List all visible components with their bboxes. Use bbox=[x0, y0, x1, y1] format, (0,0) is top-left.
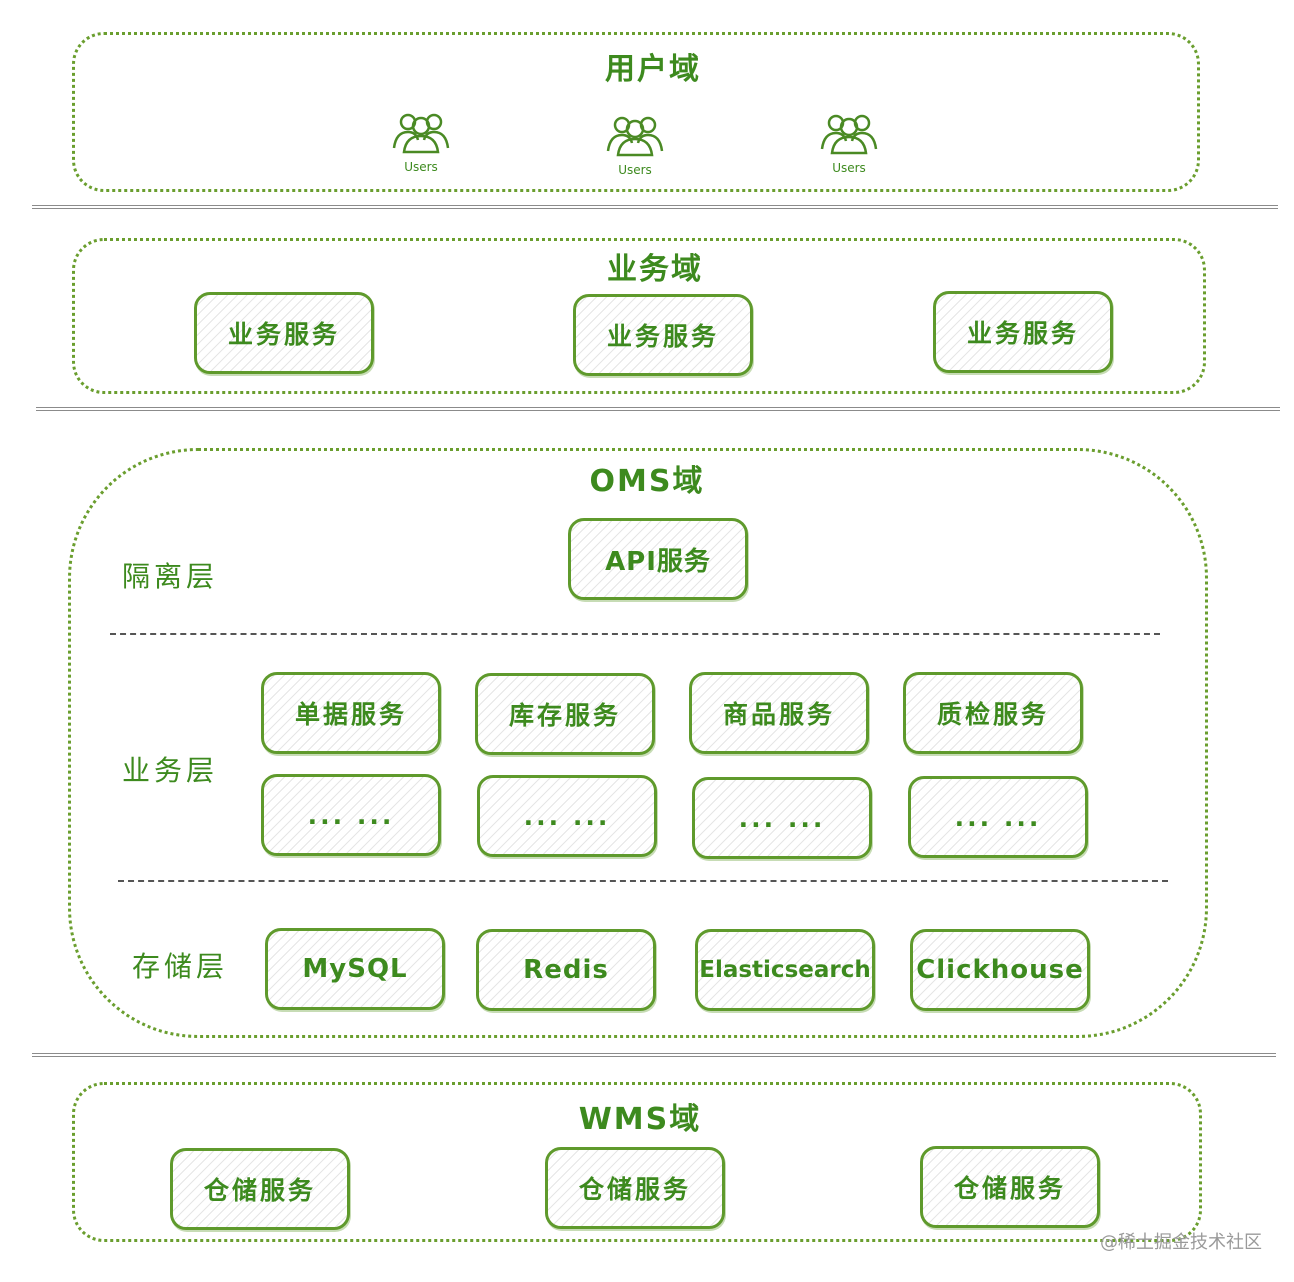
placeholder-service-box: ... ... bbox=[477, 775, 657, 857]
redis-box: Redis bbox=[476, 929, 656, 1011]
warehouse-service-box: 仓储服务 bbox=[920, 1146, 1100, 1228]
placeholder-service-box: ... ... bbox=[261, 774, 441, 856]
business-service-box: 业务服务 bbox=[194, 292, 374, 374]
placeholder-service-box: ... ... bbox=[692, 777, 872, 859]
wms-domain-title: WMS域 bbox=[578, 1102, 702, 1137]
mysql-box: MySQL bbox=[265, 928, 445, 1010]
business-domain bbox=[72, 238, 1206, 394]
business-layer-label: 业务层 bbox=[122, 754, 219, 787]
users-icon bbox=[606, 116, 664, 157]
quality-check-service-box: 质检服务 bbox=[903, 672, 1083, 754]
separator-line bbox=[36, 407, 1280, 411]
users-caption: Users bbox=[404, 160, 438, 174]
business-domain-title: 业务域 bbox=[607, 252, 703, 287]
watermark: @稀土掘金技术社区 bbox=[1100, 1232, 1262, 1253]
api-service-box: API服务 bbox=[568, 518, 748, 600]
document-service-box: 单据服务 bbox=[261, 672, 441, 754]
clickhouse-box: Clickhouse bbox=[910, 929, 1090, 1011]
elasticsearch-box: Elasticsearch bbox=[695, 929, 875, 1011]
inventory-service-box: 库存服务 bbox=[475, 673, 655, 755]
users-caption: Users bbox=[832, 161, 866, 175]
users-icon bbox=[820, 114, 878, 155]
isolation-layer-label: 隔离层 bbox=[122, 560, 219, 593]
warehouse-service-box: 仓储服务 bbox=[545, 1147, 725, 1229]
users-group-1: Users bbox=[386, 110, 456, 182]
user-domain-title: 用户域 bbox=[605, 52, 701, 87]
business-service-box: 业务服务 bbox=[573, 294, 753, 376]
separator-line bbox=[32, 1053, 1276, 1057]
placeholder-service-box: ... ... bbox=[908, 776, 1088, 858]
product-service-box: 商品服务 bbox=[689, 672, 869, 754]
users-group-3: Users bbox=[814, 111, 884, 183]
business-service-box: 业务服务 bbox=[933, 291, 1113, 373]
layer-divider bbox=[110, 633, 1160, 635]
oms-domain bbox=[68, 448, 1208, 1038]
wms-domain bbox=[72, 1082, 1202, 1242]
layer-divider bbox=[118, 880, 1168, 882]
user-domain bbox=[72, 32, 1200, 192]
users-icon bbox=[392, 113, 450, 154]
warehouse-service-box: 仓储服务 bbox=[170, 1148, 350, 1230]
oms-domain-title: OMS域 bbox=[589, 464, 705, 499]
storage-layer-label: 存储层 bbox=[132, 950, 229, 983]
separator-line bbox=[32, 205, 1278, 209]
users-group-2: Users bbox=[600, 113, 670, 185]
users-caption: Users bbox=[618, 163, 652, 177]
